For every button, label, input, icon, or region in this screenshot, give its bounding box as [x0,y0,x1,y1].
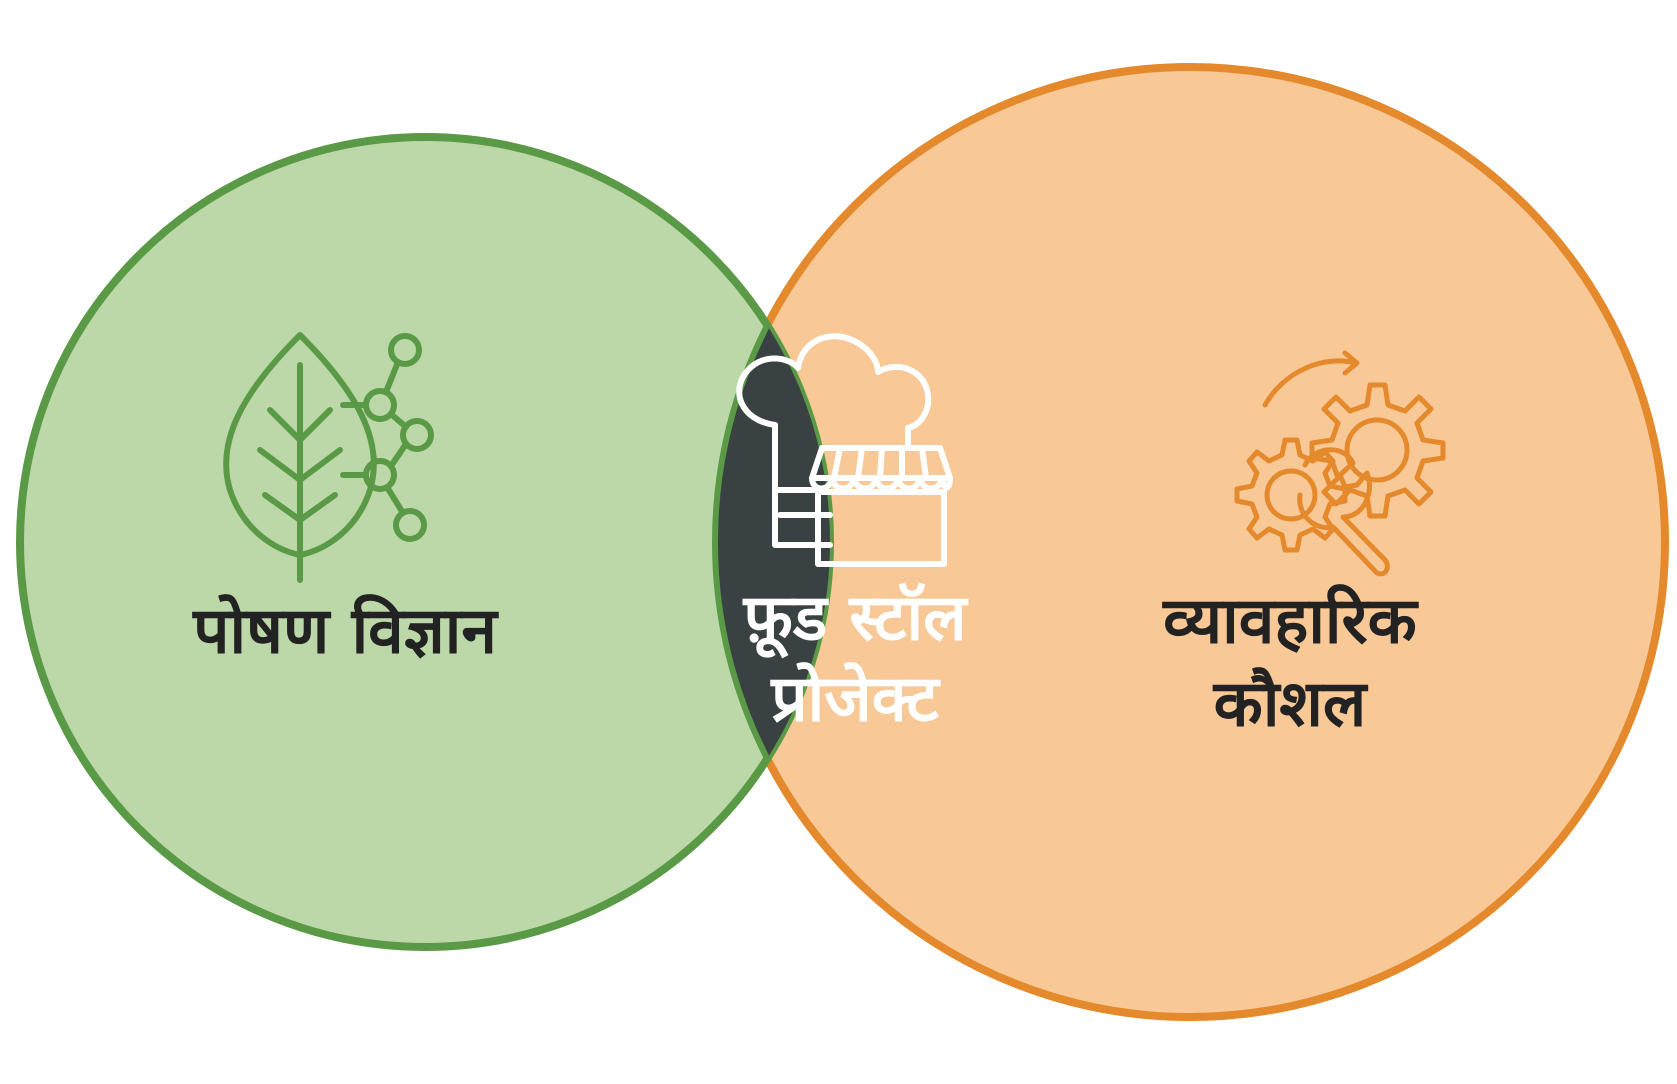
chef-hat-stall-icon [736,333,953,567]
left-label: पोषण विज्ञान [192,594,499,669]
left-circle [16,133,834,951]
right-label-line1: व्यावहारिक [1162,584,1419,659]
gear-wrench-icon [1234,350,1446,577]
center-label-line1: फ़ूड स्टॉल [743,582,970,659]
overlap-edge-right [712,137,830,947]
center-label-line2: प्रोजेक्ट [770,662,941,737]
right-circle [711,63,1669,1021]
right-label-line2: कौशल [1213,667,1369,742]
leaf-molecule-icon [223,332,434,583]
